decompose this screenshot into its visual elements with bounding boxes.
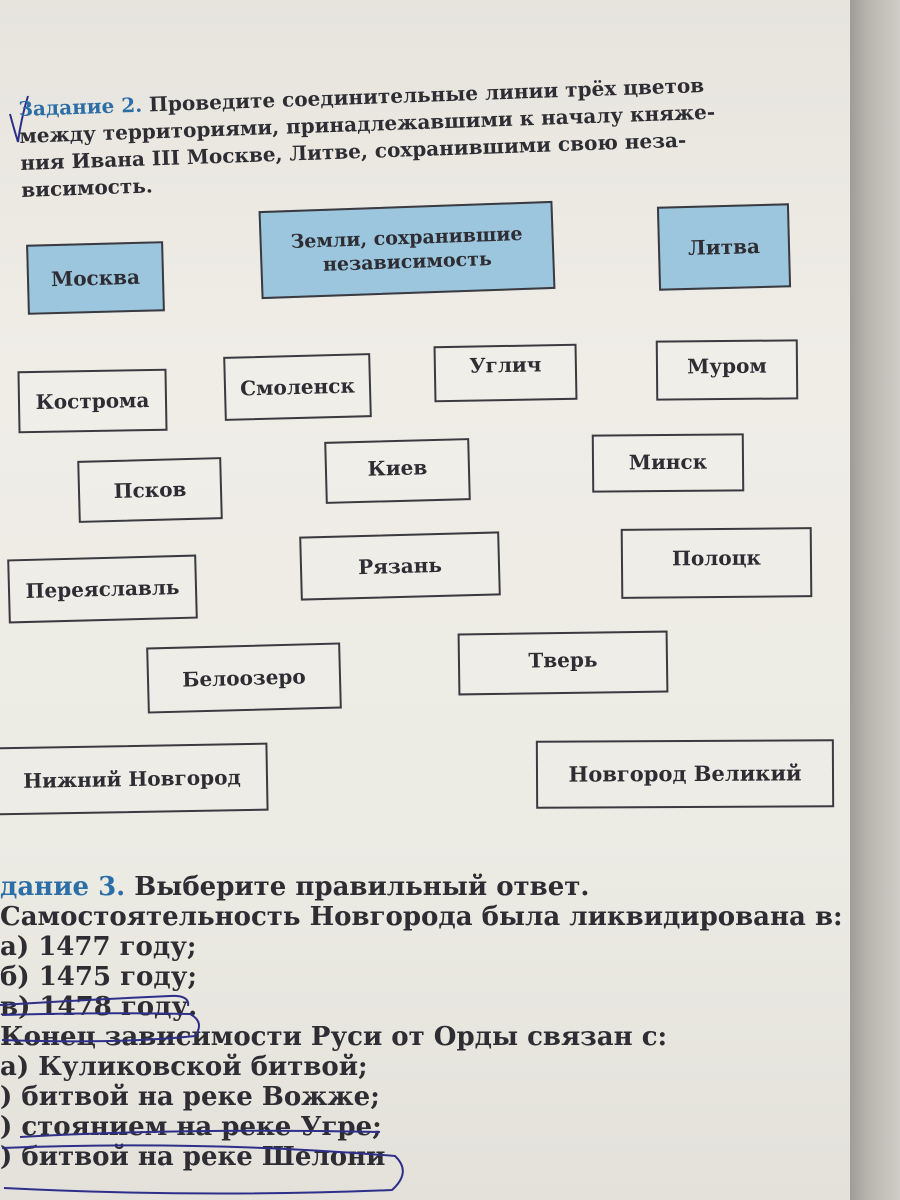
checkmark-icon bbox=[9, 95, 29, 143]
option-2a: а) Куликовской битвой; bbox=[0, 1052, 368, 1082]
pen-underline-vozha bbox=[19, 1129, 381, 1138]
task-3-text: дание 3. Выберите правильный ответ. Само… bbox=[0, 872, 843, 1172]
page-edge bbox=[850, 0, 900, 1200]
task-3-title: дание 3. bbox=[0, 872, 126, 902]
option-1b: б) 1475 году; bbox=[0, 962, 197, 992]
option-2c: ) стоянием на реке Угре; bbox=[0, 1112, 382, 1142]
pen-oval-1478 bbox=[1, 1012, 200, 1043]
pen-marks bbox=[0, 994, 404, 1195]
pen-oval-ugra bbox=[1, 1144, 404, 1195]
option-1a: а) 1477 году; bbox=[0, 932, 197, 962]
question-1: Самостоятельность Новгорода была ликвиди… bbox=[0, 902, 843, 932]
option-2b: ) битвой на реке Вожже; bbox=[0, 1082, 380, 1112]
textbook-page: Задание 2. Проведите соединительные лини… bbox=[0, 0, 850, 1200]
question-2: Конец зависимости Руси от Орды связан с: bbox=[0, 1022, 668, 1052]
pen-underline-1475 bbox=[0, 994, 190, 1007]
